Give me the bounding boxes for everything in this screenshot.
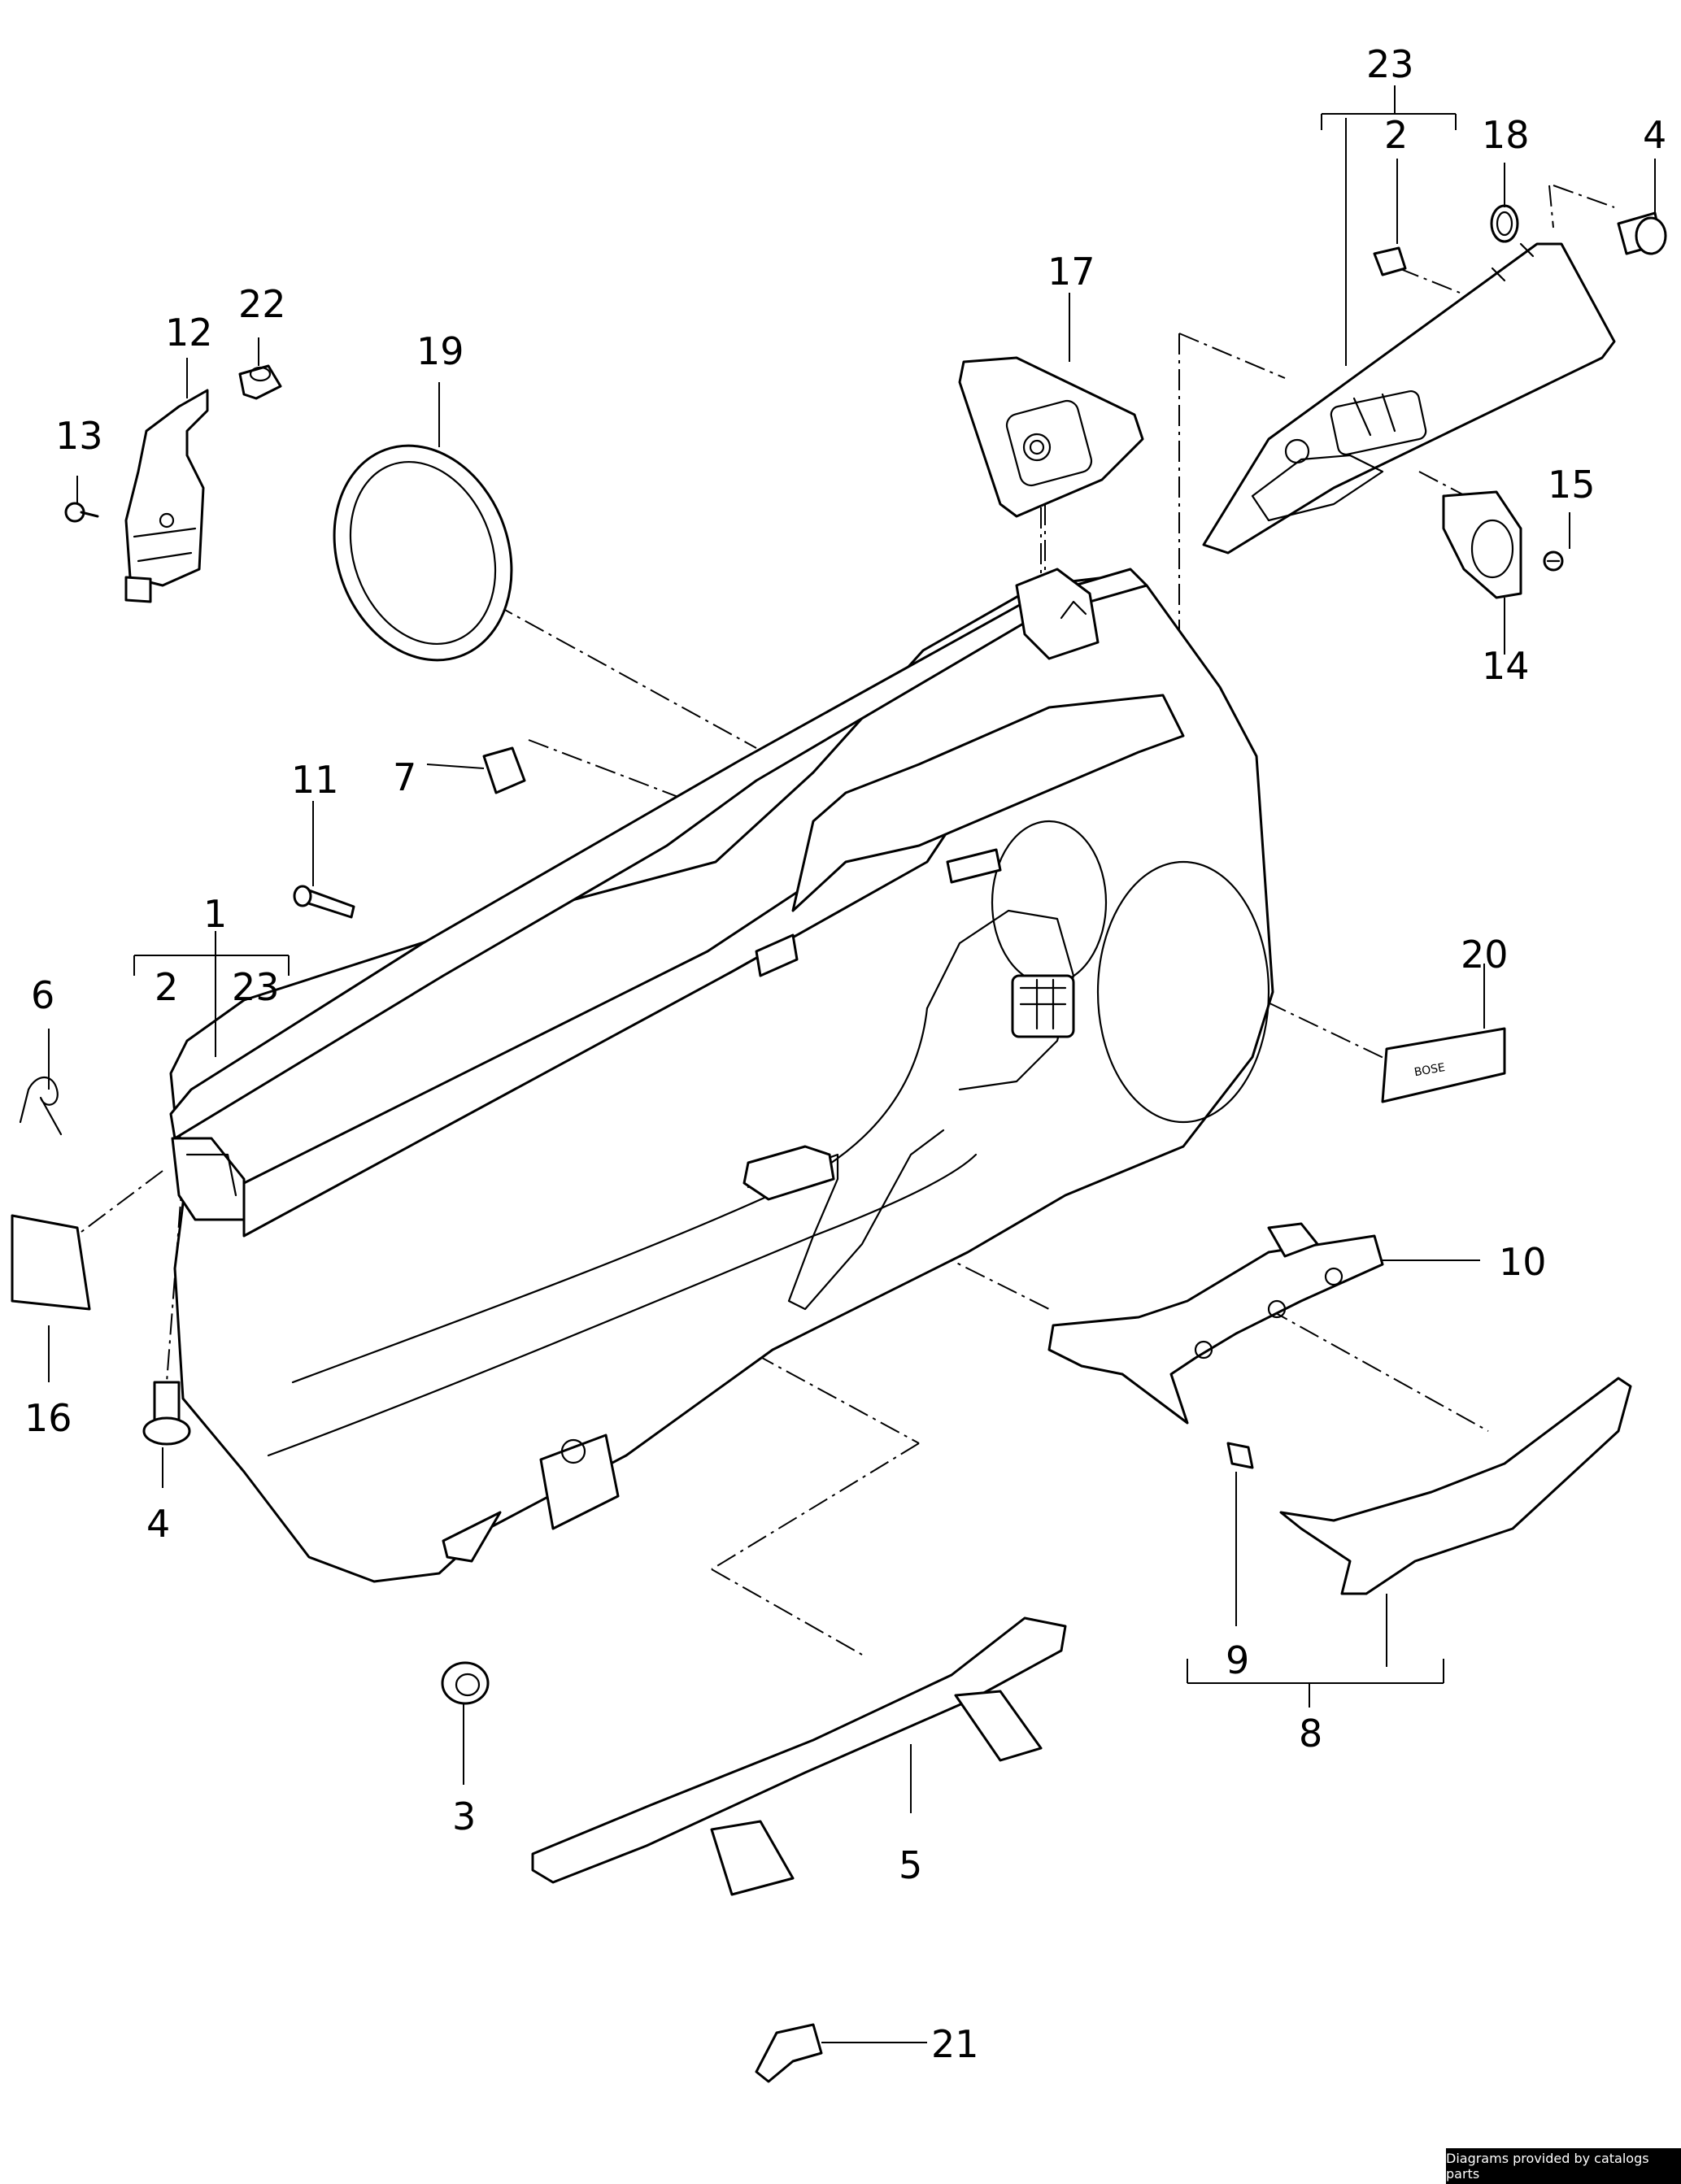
screw-13 xyxy=(64,502,99,523)
callout-12: 12 xyxy=(165,311,213,355)
callout-9: 9 xyxy=(1226,1638,1249,1682)
callout-18: 18 xyxy=(1482,113,1530,157)
armrest-pad xyxy=(531,1616,1067,1896)
screw-15 xyxy=(1543,550,1564,572)
callout-8: 8 xyxy=(1299,1712,1322,1755)
clip-7 xyxy=(482,746,526,794)
callout-16: 16 xyxy=(24,1396,72,1440)
door-pull-bracket xyxy=(1047,1222,1384,1425)
callout-14: 14 xyxy=(1482,644,1530,688)
callout-labels: 1 2 23 23 2 18 4 15 14 17 19 12 22 13 11… xyxy=(24,42,1666,2066)
callout-10: 10 xyxy=(1499,1240,1547,1284)
screw-top xyxy=(1617,211,1667,255)
callout-4-top: 4 xyxy=(1643,113,1666,157)
callout-17: 17 xyxy=(1047,250,1095,294)
tweeter-cover xyxy=(1442,490,1522,599)
upper-trim-switch-bar xyxy=(1202,242,1616,555)
armrest-trim xyxy=(1279,1377,1632,1595)
end-cap-16 xyxy=(11,1214,91,1311)
callout-11: 11 xyxy=(291,758,339,802)
bracket-21 xyxy=(755,2023,823,2083)
callout-22: 22 xyxy=(238,282,286,326)
spring-6 xyxy=(19,1076,63,1136)
credit-watermark: Diagrams provided by catalogs parts xyxy=(1446,2148,1681,2184)
bose-badge: BOSE xyxy=(1381,1027,1506,1103)
door-trim-panel xyxy=(169,568,1274,1583)
clip-9 xyxy=(1226,1442,1254,1469)
bose-badge-text: BOSE xyxy=(1413,1061,1446,1079)
callout-23-top: 23 xyxy=(1366,42,1414,86)
callout-2-left: 2 xyxy=(155,965,178,1009)
callout-1: 1 xyxy=(203,892,227,936)
callout-20: 20 xyxy=(1461,933,1509,977)
callout-2-top: 2 xyxy=(1384,113,1408,157)
callout-5: 5 xyxy=(899,1843,922,1887)
bolt-11 xyxy=(293,885,355,919)
callout-7: 7 xyxy=(393,755,416,799)
callout-6: 6 xyxy=(31,973,54,1017)
speaker-seal-ring xyxy=(333,444,513,662)
clip-22 xyxy=(238,364,282,400)
grommet-ring-18 xyxy=(1490,204,1519,243)
latch-mechanism xyxy=(124,389,209,603)
callout-15: 15 xyxy=(1548,463,1596,507)
callout-3: 3 xyxy=(452,1795,476,1838)
screw-bottom xyxy=(142,1381,191,1446)
plug-grommet xyxy=(441,1661,490,1705)
callout-4-left: 4 xyxy=(146,1502,170,1546)
callout-21: 21 xyxy=(931,2022,979,2066)
mirror-switch-trim xyxy=(958,356,1144,518)
callout-19: 19 xyxy=(416,329,464,373)
callout-23-left: 23 xyxy=(232,965,280,1009)
leader-lines xyxy=(48,85,1656,2043)
callout-13: 13 xyxy=(55,414,103,458)
